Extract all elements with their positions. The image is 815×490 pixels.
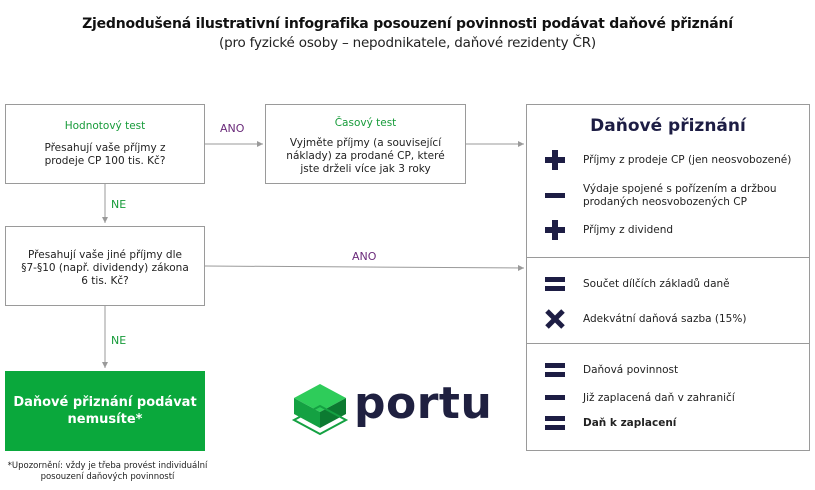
tax-row-2: Výdaje spojené s pořízením a držbou prod…	[527, 181, 793, 211]
plus-icon	[527, 219, 583, 241]
time-test-title: Časový test	[334, 117, 397, 129]
footnote: *Upozornění: vždy je třeba provést indiv…	[7, 461, 208, 482]
tax-row-3: Příjmy z dividend	[527, 219, 673, 241]
time-test-text: Vyjměte příjmy (a související náklady) z…	[286, 137, 445, 175]
equals-icon	[527, 359, 583, 381]
time-test-box: Časový test Vyjměte příjmy (a souvisejíc…	[265, 104, 466, 184]
value-test-title: Hodnotový test	[64, 120, 146, 132]
tax-row-1: Příjmy z prodeje CP (jen neosvobozené)	[527, 149, 791, 171]
tax-return-title: Daňové přiznání	[590, 116, 746, 136]
tax-row-text: Příjmy z prodeje CP (jen neosvobozené)	[583, 153, 792, 166]
tax-row-7: Již zaplacená daň v zahraničí	[527, 387, 735, 409]
tax-row-text: Daňová povinnost	[583, 363, 679, 376]
tax-row-text: Součet dílčích základů daně	[583, 277, 730, 290]
other-income-box: Přesahují vaše jiné příjmy dle §7-§10 (n…	[5, 226, 205, 306]
minus-icon	[527, 387, 583, 409]
label-ne-other-income: NE	[111, 334, 127, 347]
times-icon	[527, 308, 583, 330]
tax-row-text: Daň k zaplacení	[583, 416, 677, 429]
portu-logo-text: portu	[354, 378, 493, 429]
tax-row-8: Daň k zaplacení	[527, 412, 676, 434]
plus-icon	[527, 149, 583, 171]
equals-icon	[527, 412, 583, 434]
divider	[527, 343, 809, 344]
arrow-other-to-return	[204, 264, 525, 271]
label-ano-value-test: ANO	[220, 122, 245, 135]
other-income-question: Přesahují vaše jiné příjmy dle §7-§10 (n…	[21, 249, 189, 287]
divider	[527, 257, 809, 258]
portu-cube-icon	[291, 384, 349, 436]
tax-row-text: Již zaplacená daň v zahraničí	[583, 391, 735, 404]
value-test-question: Přesahují vaše příjmy z prodeje CP 100 t…	[44, 142, 166, 167]
tax-row-text: Příjmy z dividend	[583, 223, 674, 236]
tax-return-box: Daňové přiznání Příjmy z prodeje CP (jen…	[526, 104, 810, 451]
label-ano-other-income: ANO	[352, 250, 377, 263]
tax-row-5: Adekvátní daňová sazba (15%)	[527, 308, 746, 330]
page-title: Zjednodušená ilustrativní infografika po…	[82, 16, 733, 32]
tax-row-4: Součet dílčích základů daně	[527, 273, 730, 295]
value-test-box: Hodnotový test Přesahují vaše příjmy z p…	[5, 104, 205, 184]
no-filing-box: Daňové přiznání podávat nemusíte*	[5, 371, 205, 451]
label-ne-value-test: NE	[111, 198, 127, 211]
minus-icon	[527, 185, 583, 207]
tax-row-text: Adekvátní daňová sazba (15%)	[583, 312, 747, 325]
equals-icon	[527, 273, 583, 295]
tax-row-6: Daňová povinnost	[527, 359, 678, 381]
tax-row-text: Výdaje spojené s pořízením a držbou prod…	[583, 183, 777, 208]
page-subtitle: (pro fyzické osoby – nepodnikatele, daňo…	[219, 35, 596, 51]
